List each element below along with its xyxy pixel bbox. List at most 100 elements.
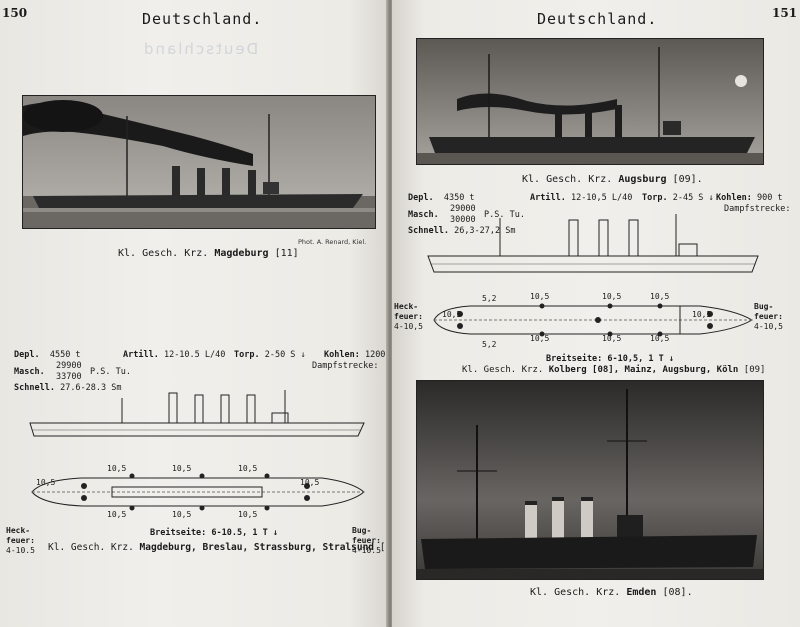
- depl-value: 4550 t: [49, 350, 81, 360]
- gun-label-6: 10,5: [107, 510, 127, 519]
- caption-year: [11].: [379, 542, 388, 553]
- caption-ship-name: Emden: [626, 587, 657, 598]
- page-header-right: Deutschland.: [537, 10, 658, 28]
- caption-prefix: Kl. Gesch. Krz.: [530, 587, 621, 598]
- heckfeuer-label-mid: feuer:: [394, 312, 423, 321]
- photo-caption-emden: Kl. Gesch. Krz. Emden [08].: [530, 587, 693, 598]
- page-number-right: 151: [772, 6, 798, 20]
- photo-caption-augsburg: Kl. Gesch. Krz. Augsburg [09].: [522, 174, 703, 185]
- page-number-left: 150: [2, 6, 28, 20]
- heckfeuer-label-top: Heck-: [6, 526, 31, 535]
- gun-label-5: 10,5: [692, 310, 712, 319]
- schnell-value: 26,3-27,2 Sm: [454, 226, 516, 236]
- gun-label-3: 10,5: [238, 464, 258, 473]
- artill-label: Artill.: [530, 193, 566, 203]
- kohlen-spec: Kohlen: 1200 t: [324, 350, 388, 361]
- side-profile-drawing-kolberg: [427, 214, 759, 273]
- artill-value: 12-10,5 L/40: [570, 193, 633, 203]
- gun-label-7: 10,5: [172, 510, 192, 519]
- bugfeuer-label-mid: feuer:: [352, 536, 381, 545]
- kohlen-value: 900 t: [756, 193, 783, 203]
- masch-value-top: 29000: [450, 204, 476, 214]
- torp-label: Torp.: [234, 350, 260, 360]
- ship-photo-emden: [417, 381, 763, 579]
- photo-caption-magdeburg: Kl. Gesch. Krz. Magdeburg [11]: [118, 248, 299, 259]
- bleed-through-header: Deutschland: [142, 40, 259, 58]
- artill-value: 12-10.5 L/40: [163, 350, 226, 360]
- artill-label: Artill.: [123, 350, 159, 360]
- caption-ship-name: Augsburg: [618, 174, 667, 185]
- bugfeuer-label-mid: feuer:: [754, 312, 783, 321]
- caption-ship-name: Magdeburg: [214, 248, 269, 259]
- left-page: 150 Deutschland. Deutschland: [0, 0, 388, 627]
- heckfeuer-label-top: Heck-: [394, 302, 419, 311]
- photo-magdeburg: [22, 95, 376, 229]
- torp-value: 2-50 S ↓: [264, 350, 306, 360]
- gun-label-5: 10,5: [300, 478, 320, 487]
- bugfeuer-value: 4-10.5: [352, 546, 381, 555]
- caption-ship-names: Kolberg [08], Mainz, Augsburg, Köln: [548, 365, 739, 375]
- side-profile-drawing-magdeburg: [29, 390, 365, 437]
- depl-label: Depl.: [408, 193, 434, 203]
- schnell-label: Schnell.: [14, 383, 55, 393]
- artill-spec: Artill. 12-10.5 L/40: [123, 350, 225, 361]
- bugfeuer-label-top: Bug-: [754, 302, 774, 311]
- book-gutter: [386, 0, 394, 627]
- kohlen-value: 1200 t: [364, 350, 388, 360]
- heckfeuer-value: 4-10.5: [6, 546, 35, 555]
- heckfeuer-block: Heck- feuer: 4-10,5: [394, 302, 423, 332]
- caption-year: [09]: [743, 365, 766, 375]
- gun-label-1: 10,5: [107, 464, 127, 473]
- deck-plan-drawing-magdeburg: [31, 473, 365, 511]
- bugfeuer-label-top: Bug-: [352, 526, 372, 535]
- caption-year: [08].: [662, 587, 693, 598]
- caption-year: [09].: [672, 174, 703, 185]
- kohlen-label: Kohlen:: [716, 193, 752, 203]
- gun-label-6: 10,5: [530, 334, 550, 343]
- bugfeuer-value: 4-10,5: [754, 322, 783, 331]
- right-page: Deutschland. 151: [392, 0, 800, 627]
- caption-ship-names: Magdeburg, Breslau, Strassburg, Stralsun…: [139, 542, 375, 553]
- masch-label: Masch.: [14, 367, 45, 377]
- dampfstrecke-label: Dampfstrecke:: [312, 361, 379, 371]
- torp-label: Torp.: [642, 193, 668, 203]
- gun-label-1: 10,5: [530, 292, 550, 301]
- photo-credit: Phot. A. Renard, Kiel.: [298, 238, 367, 246]
- ship-photo-magdeburg: [23, 96, 375, 228]
- masch-value-bottom: 30000: [450, 215, 476, 225]
- gun-label-3: 10,5: [650, 292, 670, 301]
- gun-label-2: 10,5: [172, 464, 192, 473]
- gun-label-4: 10,5: [442, 310, 462, 319]
- caption-prefix: Kl. Gesch. Krz.: [48, 542, 134, 553]
- masch-value-bottom: 33700: [56, 372, 82, 382]
- heckfeuer-block: Heck- feuer: 4-10.5: [6, 526, 35, 556]
- gun-label-7: 10,5: [602, 334, 622, 343]
- depl-value: 4350 t: [443, 193, 475, 203]
- spec-block-right: Depl. 4350 t Masch. 29000 30000 P.S. Tu.…: [408, 193, 525, 237]
- photo-emden: [416, 380, 764, 580]
- gun-label-2: 10,5: [602, 292, 622, 301]
- page-header-left: Deutschland.: [142, 10, 263, 28]
- torp-value: 2-45 S ↓: [672, 193, 714, 203]
- torp-mark-1: 5,2: [482, 294, 497, 303]
- kohlen-label: Kohlen:: [324, 350, 360, 360]
- schnell-label: Schnell.: [408, 226, 449, 236]
- caption-prefix: Kl. Gesch. Krz.: [118, 248, 209, 259]
- heckfeuer-value: 4-10,5: [394, 322, 423, 331]
- torp-spec: Torp. 2-45 S ↓: [642, 193, 714, 204]
- dampfstrecke-label: Dampfstrecke:: [724, 204, 791, 214]
- masch-unit: P.S. Tu.: [484, 210, 525, 220]
- torp-mark-2: 5,2: [482, 340, 497, 349]
- gun-label-8: 10,5: [238, 510, 258, 519]
- masch-value-top: 29900: [56, 361, 82, 371]
- gun-label-4: 10,5: [36, 478, 56, 487]
- artill-spec: Artill. 12-10,5 L/40: [530, 193, 632, 204]
- caption-prefix: Kl. Gesch. Krz.: [462, 365, 544, 375]
- bugfeuer-block: Bug- feuer: 4-10.5: [352, 526, 381, 556]
- ship-photo-augsburg: [417, 39, 763, 164]
- depl-label: Depl.: [14, 350, 40, 360]
- spec-block-left: Depl. 4550 t Masch. 29900 33700 P.S. Tu.…: [14, 350, 131, 394]
- deck-plan-drawing-kolberg: [433, 303, 753, 337]
- kohlen-spec: Kohlen: 900 t: [716, 193, 783, 204]
